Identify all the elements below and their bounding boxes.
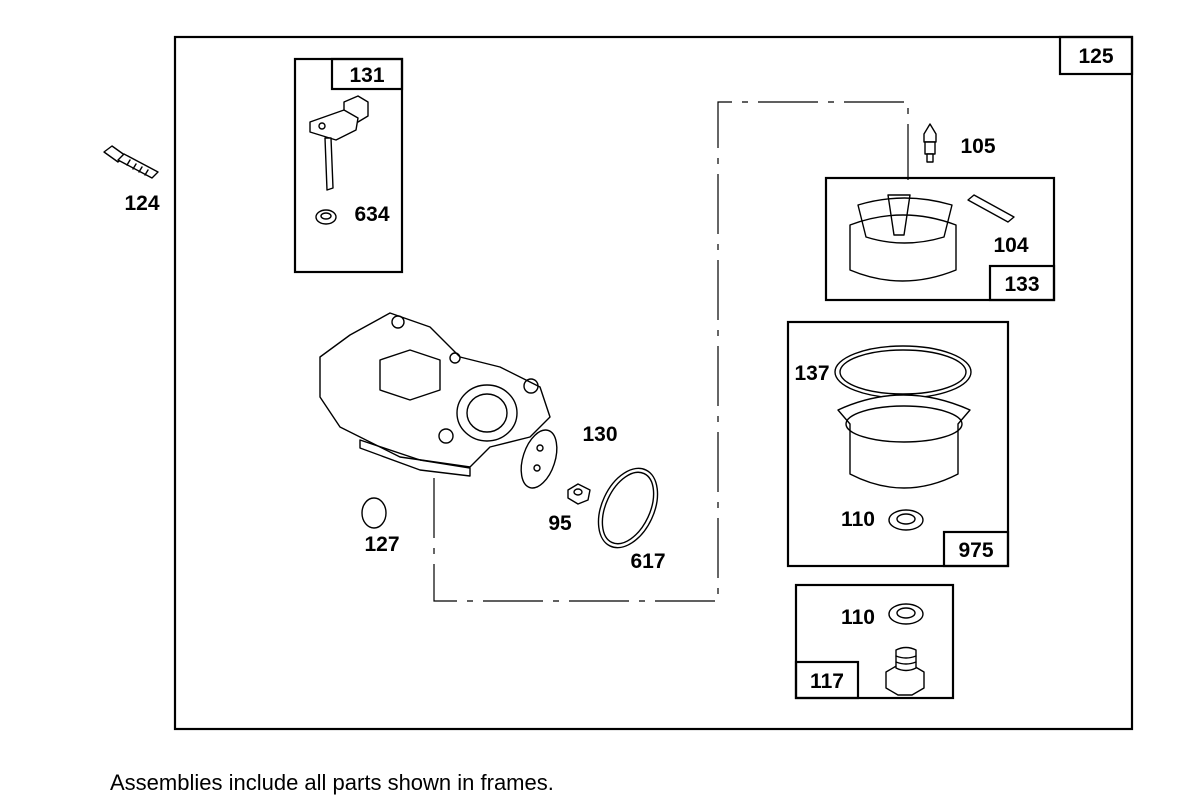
frame-133 <box>824 176 1056 302</box>
part-label-110-b: 110 <box>841 606 875 629</box>
plug-127-drawing <box>361 497 387 529</box>
frame-117-label: 117 <box>810 670 844 693</box>
frame-975-label-box <box>942 530 1010 568</box>
part-label-110-a: 110 <box>841 508 875 531</box>
screw-124-drawing <box>103 145 159 179</box>
part-label-124: 124 <box>124 192 159 215</box>
frame-133-label-box <box>988 264 1056 302</box>
carburetor-body-drawing <box>319 312 551 477</box>
part-label-617: 617 <box>630 550 665 573</box>
part-label-130: 130 <box>582 423 617 446</box>
part-label-95: 95 <box>548 512 572 535</box>
washer-110-b-drawing <box>888 603 924 625</box>
assembly-label-box <box>1058 35 1134 76</box>
part-label-137: 137 <box>794 362 829 385</box>
frame-975-label: 975 <box>958 539 993 562</box>
part-label-127: 127 <box>364 533 399 556</box>
frame-131 <box>293 57 404 274</box>
bowl-975-drawing <box>834 345 972 489</box>
pin-104-drawing <box>967 194 1015 223</box>
part-label-634: 634 <box>354 203 389 226</box>
frame-131-label-box <box>330 57 404 91</box>
frame-117 <box>794 583 955 700</box>
washer-634-drawing <box>315 209 337 225</box>
needle-105-drawing <box>923 123 937 163</box>
plate-130-drawing <box>520 429 558 489</box>
assemblies-note: Assemblies include all parts shown in fr… <box>110 770 554 795</box>
frame-131-label: 131 <box>349 64 384 87</box>
frame-117-label-box <box>794 660 860 700</box>
assembly-frame-125 <box>173 35 1134 731</box>
washer-110-drawing <box>888 509 924 531</box>
bolt-117-drawing <box>885 646 925 696</box>
float-133-drawing <box>849 194 957 282</box>
screw-95-drawing <box>567 483 591 505</box>
assembly-connector-line <box>433 101 909 602</box>
choke-lever-drawing <box>309 95 369 191</box>
frame-133-label: 133 <box>1004 273 1039 296</box>
frame-975 <box>786 320 1010 568</box>
gasket-617-drawing <box>597 467 659 549</box>
part-label-105: 105 <box>960 135 995 158</box>
part-label-104: 104 <box>993 234 1028 257</box>
assembly-label: 125 <box>1078 45 1113 68</box>
